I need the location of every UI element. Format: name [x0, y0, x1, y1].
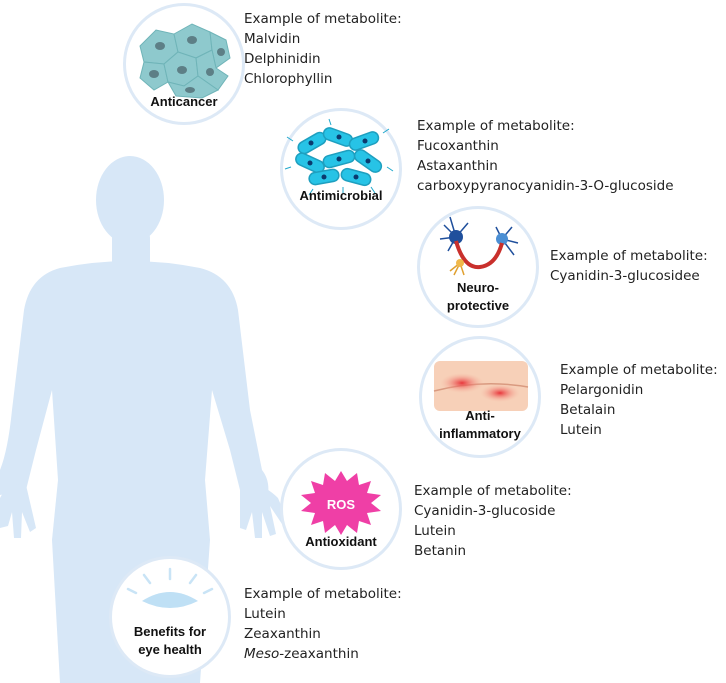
antiinflammatory-metabolites: Example of metabolite: Pelargonidin Beta…	[560, 360, 718, 440]
metabolite-item: Betalain	[560, 402, 616, 418]
inflamed-skin-icon	[433, 361, 529, 411]
metabolite-heading: Example of metabolite:	[244, 586, 402, 602]
metabolite-heading: Example of metabolite:	[417, 118, 575, 134]
metabolite-suffix: -zeaxanthin	[279, 646, 359, 662]
anticancer-metabolites: Example of metabolite: Malvidin Delphini…	[244, 9, 402, 89]
neuron-icon	[439, 216, 519, 276]
metabolite-item: carboxypyranocyanidin-3-O-glucoside	[417, 178, 674, 194]
eye-health-label-line1: Benefits for	[133, 624, 207, 639]
metabolite-italic-prefix: Meso	[244, 646, 280, 662]
ros-burst-icon: ROS	[301, 471, 381, 535]
metabolite-item: Delphinidin	[244, 51, 321, 67]
antimicrobial-metabolites: Example of metabolite: Fucoxanthin Astax…	[417, 116, 674, 196]
metabolite-item: Lutein	[244, 606, 286, 622]
microbes-icon	[284, 118, 394, 196]
metabolite-item: Betanin	[414, 543, 466, 559]
ros-label: ROS	[327, 497, 356, 512]
metabolite-heading: Example of metabolite:	[550, 248, 708, 264]
anticancer-label: Anticancer	[150, 94, 218, 109]
metabolite-item: Cyanidin-3-glucoside	[414, 503, 556, 519]
metabolite-item: Cyanidin-3-glucosidee	[550, 268, 700, 284]
eye-health-label: Benefits for eye health	[112, 623, 228, 659]
metabolite-item: Fucoxanthin	[417, 138, 499, 154]
metabolite-heading: Example of metabolite:	[560, 362, 718, 378]
antioxidant-label: Antioxidant	[305, 534, 377, 549]
metabolite-item: Meso-zeaxanthin	[244, 644, 402, 664]
antioxidant-metabolites: Example of metabolite: Cyanidin-3-glucos…	[414, 481, 572, 561]
metabolite-item: Malvidin	[244, 31, 301, 47]
antiinflammatory-label-line2: inflammatory	[439, 426, 521, 441]
eye-health-metabolites: Example of metabolite: Lutein Zeaxanthin…	[244, 584, 402, 664]
metabolite-item: Lutein	[414, 523, 456, 539]
neuroprotective-circle: Neuro- protective	[417, 206, 539, 328]
antiinflammatory-circle: Anti- inflammatory	[419, 336, 541, 458]
anticancer-circle: Anticancer	[123, 3, 245, 125]
metabolite-item: Lutein	[560, 422, 602, 438]
neuroprotective-label-line2: protective	[446, 298, 510, 313]
metabolite-heading: Example of metabolite:	[244, 11, 402, 27]
metabolite-item: Astaxanthin	[417, 158, 498, 174]
antiinflammatory-label: Anti- inflammatory	[422, 407, 538, 443]
neuroprotective-label: Neuro- protective	[420, 279, 536, 315]
cells-icon	[139, 23, 231, 99]
antimicrobial-circle: Antimicrobial	[280, 108, 402, 230]
eye-icon	[126, 567, 214, 608]
neuroprotective-metabolites: Example of metabolite: Cyanidin-3-glucos…	[550, 246, 708, 286]
metabolite-item: Zeaxanthin	[244, 626, 321, 642]
metabolite-item: Chlorophyllin	[244, 71, 333, 87]
metabolite-item: Pelargonidin	[560, 382, 644, 398]
metabolite-heading: Example of metabolite:	[414, 483, 572, 499]
antimicrobial-label: Antimicrobial	[299, 188, 383, 203]
neuroprotective-label-line1: Neuro-	[457, 280, 499, 295]
eye-health-circle: Benefits for eye health	[109, 556, 231, 678]
antiinflammatory-label-line1: Anti-	[465, 408, 495, 423]
antioxidant-circle: ROS Antioxidant	[280, 448, 402, 570]
eye-health-label-line2: eye health	[138, 642, 202, 657]
